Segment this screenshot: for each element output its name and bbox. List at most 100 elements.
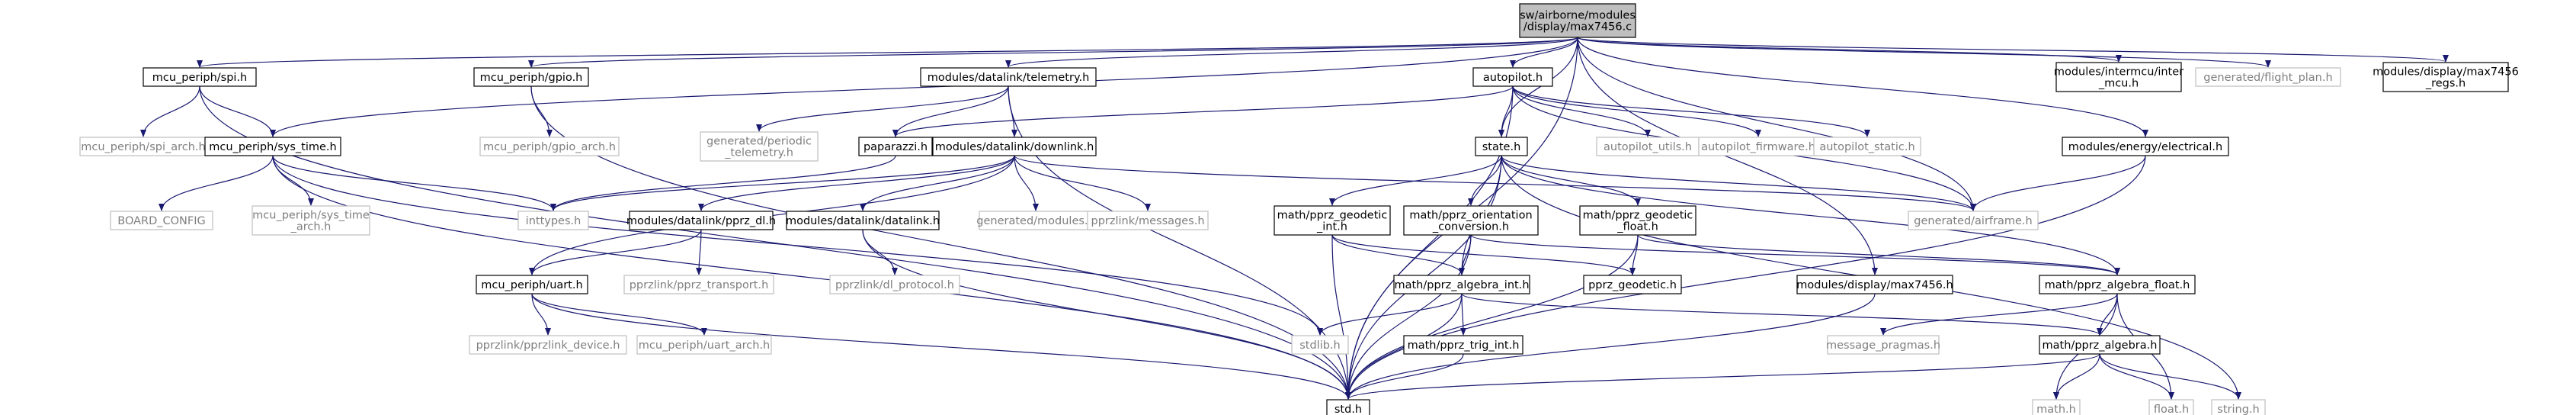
edge-downlink-to-inttypes — [550, 155, 1015, 211]
node-algint[interactable]: math/pprz_algebra_int.h — [1393, 275, 1530, 294]
node-orient[interactable]: math/pprz_orientation_conversion.h — [1403, 205, 1539, 236]
node-label: modules/datalink/datalink.h — [786, 215, 940, 227]
edge-root-to-spi — [197, 37, 1578, 68]
edge-pprzdl-to-pprztransport — [696, 229, 703, 275]
node-label: state.h — [1482, 141, 1521, 153]
node-dlprotocol: pprzlink/dl_protocol.h — [829, 275, 960, 294]
node-gpio[interactable]: mcu_periph/gpio.h — [473, 67, 589, 87]
node-root[interactable]: sw/airborne/modules/display/max7456.c — [1519, 3, 1636, 38]
node-gpioarch: mcu_periph/gpio_arch.h — [479, 137, 620, 156]
edge-state-to-orient — [1468, 155, 1502, 206]
node-intermcu[interactable]: modules/intermcu/inter_mcu.h — [2054, 62, 2184, 92]
edge-root-to-regs — [1577, 37, 2449, 63]
node-box — [636, 335, 772, 355]
node-box — [1813, 137, 1921, 156]
node-box — [1698, 137, 1818, 156]
node-label: modules/display/max7456 — [2373, 66, 2519, 79]
node-pprzdl[interactable]: modules/datalink/pprz_dl.h — [626, 211, 776, 230]
edge-max7456h-to-std — [1345, 293, 1876, 400]
node-systime[interactable]: mcu_periph/sys_time.h — [204, 137, 341, 156]
node-systimearch: mcu_periph/sys_time_arch.h — [252, 205, 370, 236]
node-flightplan: generated/flight_plan.h — [2195, 67, 2341, 87]
node-std[interactable]: std.h — [1326, 399, 1370, 415]
node-label: mcu_periph/uart.h — [481, 279, 582, 291]
node-board: BOARD_CONFIG — [110, 211, 213, 230]
node-label: math/pprz_geodetic — [1583, 210, 1693, 222]
edge-root-to-state — [1498, 37, 1578, 137]
node-label: _float.h — [1616, 221, 1658, 233]
edge-pprzdl-to-uart — [529, 229, 702, 275]
edge-root-to-autopilot — [1510, 37, 1578, 68]
edge-orient-to-algfloat — [1470, 234, 2120, 275]
node-string: string.h — [2211, 399, 2266, 415]
edge-electrical-to-airframe — [1970, 155, 2146, 211]
node-label: autopilot_utils.h — [1604, 141, 1692, 153]
node-telemetry[interactable]: modules/datalink/telemetry.h — [920, 67, 1097, 87]
node-geoint[interactable]: math/pprz_geodetic_int.h — [1274, 205, 1391, 236]
node-label: math/pprz_algebra.h — [2043, 339, 2158, 352]
node-box — [204, 137, 341, 156]
edge-root-to-electrical — [1577, 37, 2148, 137]
node-trigint[interactable]: math/pprz_trig_int.h — [1403, 335, 1523, 355]
node-electrical[interactable]: modules/energy/electrical.h — [2062, 137, 2229, 156]
node-box — [2055, 62, 2182, 92]
node-regs[interactable]: modules/display/max7456_regs.h — [2373, 62, 2519, 92]
node-float: float.h — [2148, 399, 2194, 415]
edge-geoint-to-std — [1331, 234, 1351, 400]
edge-gpio-to-gpioarch — [530, 85, 553, 137]
edge-autopilot-to-apu — [1512, 85, 1651, 137]
node-label: generated/modules.h — [976, 215, 1094, 227]
edge-systime-to-std — [272, 155, 1351, 400]
node-label: modules/display/max7456.h — [1796, 279, 1953, 291]
node-box — [1403, 205, 1539, 236]
edge-datalink-to-std — [862, 229, 1351, 400]
node-label: pprzlink/dl_protocol.h — [835, 279, 954, 291]
node-label: mcu_periph/gpio_arch.h — [483, 141, 616, 153]
edge-algebra-to-string — [2099, 353, 2241, 400]
edge-state-to-geofloat — [1501, 155, 1641, 206]
edge-systime-to-stdlib — [272, 155, 1323, 336]
edge-systime-to-inttypes — [272, 155, 556, 211]
node-box — [1472, 67, 1553, 87]
node-box — [1393, 275, 1530, 294]
node-autopilot[interactable]: autopilot.h — [1472, 67, 1553, 87]
node-algfloat[interactable]: math/pprz_algebra_float.h — [2039, 275, 2196, 294]
node-label: inttypes.h — [526, 215, 582, 227]
edge-uart-to-pprzdevice — [531, 293, 551, 336]
node-label: _mcu.h — [2098, 78, 2139, 90]
node-datalink[interactable]: modules/datalink/datalink.h — [786, 211, 940, 230]
node-msgpragmas: message_pragmas.h — [1826, 335, 1940, 355]
edge-root-to-gpio — [528, 37, 1578, 68]
edge-systime-to-systimearch — [272, 155, 314, 206]
node-geofloat[interactable]: math/pprz_geodetic_float.h — [1579, 205, 1697, 236]
node-box — [143, 67, 257, 87]
node-pprztransport: pprzlink/pprz_transport.h — [623, 275, 774, 294]
node-box — [473, 67, 589, 87]
node-box — [629, 211, 774, 230]
node-label: pprzlink/pprzlink_device.h — [476, 339, 620, 352]
node-label: math/pprz_geodetic — [1277, 210, 1388, 222]
node-uart[interactable]: mcu_periph/uart.h — [476, 275, 588, 294]
node-box — [252, 205, 370, 236]
edge-downlink-to-datalink — [860, 155, 1015, 211]
node-box — [858, 137, 933, 156]
node-paparazzi[interactable]: paparazzi.h — [858, 137, 933, 156]
node-box — [1274, 205, 1391, 236]
node-label: mcu_periph/spi.h — [152, 72, 248, 84]
node-box — [2382, 62, 2509, 92]
node-label: stdlib.h — [1299, 339, 1341, 352]
node-label: sw/airborne/modules — [1520, 10, 1636, 22]
node-max7456h[interactable]: modules/display/max7456.h — [1796, 275, 1953, 294]
node-box — [700, 131, 819, 162]
node-box — [1908, 211, 2039, 230]
node-spi[interactable]: mcu_periph/spi.h — [143, 67, 257, 87]
edge-algint-to-algebra — [1461, 293, 2103, 336]
node-label: math.h — [2036, 404, 2076, 415]
node-geodetic[interactable]: pprz_geodetic.h — [1583, 275, 1682, 294]
edge-telemetry-to-genperiodic — [756, 85, 1009, 132]
node-state[interactable]: state.h — [1475, 137, 1528, 156]
node-downlink[interactable]: modules/datalink/downlink.h — [932, 137, 1097, 156]
node-algebra[interactable]: math/pprz_algebra.h — [2039, 335, 2161, 355]
edge-state-to-algfloat — [1501, 155, 2120, 275]
